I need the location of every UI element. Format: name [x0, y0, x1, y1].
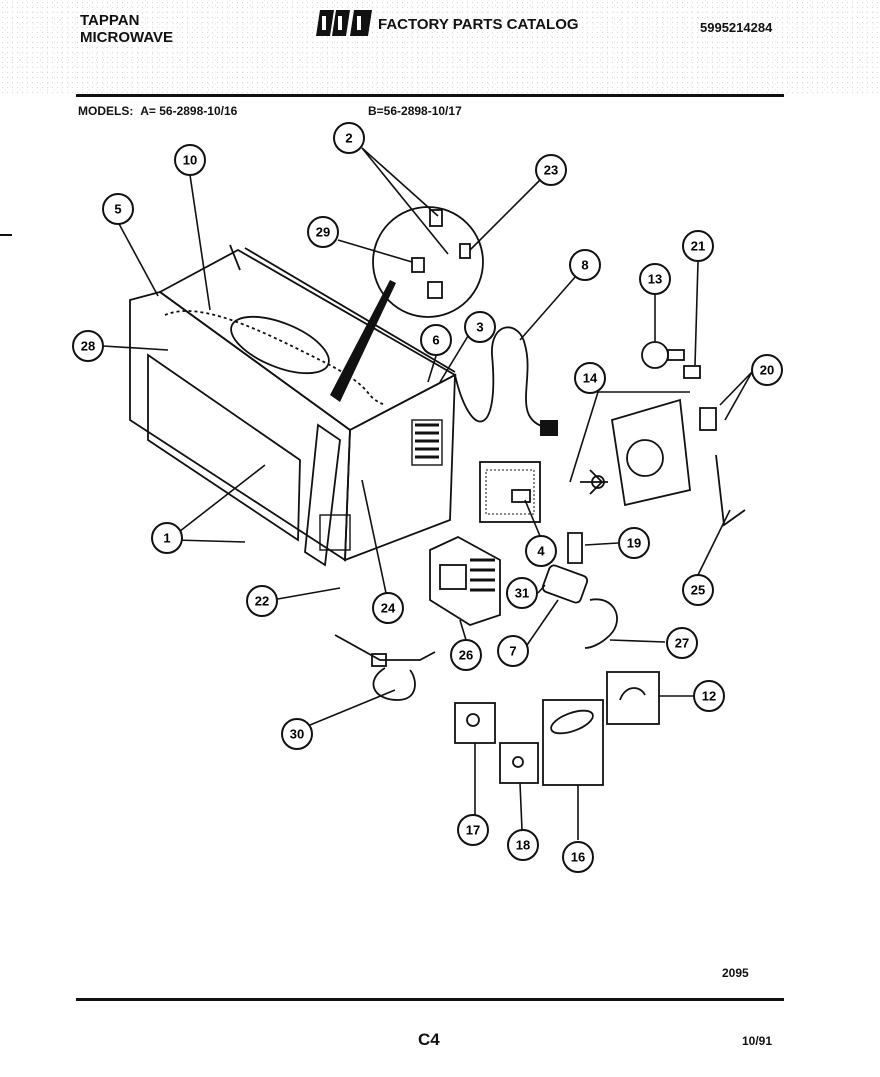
models-label: MODELS: — [78, 104, 134, 118]
svg-text:16: 16 — [571, 850, 585, 865]
svg-text:2: 2 — [345, 131, 352, 146]
svg-text:5: 5 — [114, 202, 121, 217]
brand-line-1: TAPPAN — [80, 12, 140, 29]
scan-noise — [0, 0, 880, 95]
svg-text:10: 10 — [183, 153, 197, 168]
callout-2: 2 — [333, 122, 365, 154]
svg-text:13: 13 — [648, 272, 662, 287]
magnetron-drawing — [479, 461, 541, 523]
callout-12: 12 — [693, 680, 725, 712]
svg-text:6: 6 — [432, 333, 439, 348]
svg-text:28: 28 — [81, 339, 95, 354]
svg-text:19: 19 — [627, 536, 641, 551]
brand-line-2: MICROWAVE — [80, 29, 174, 46]
callout-8: 8 — [569, 249, 601, 281]
model-b: B=56-2898-10/17 — [368, 104, 462, 118]
rod-drawing — [715, 454, 746, 527]
power-cord-drawing — [454, 326, 549, 429]
callout-4: 4 — [525, 535, 557, 567]
svg-text:21: 21 — [691, 239, 705, 254]
diagram-code: 2095 — [722, 966, 749, 980]
callout-3: 3 — [464, 311, 496, 343]
plug-drawing — [540, 420, 558, 436]
revision-date: 10/91 — [742, 1034, 773, 1048]
cabinet-drawing — [129, 244, 457, 567]
svg-text:31: 31 — [515, 586, 529, 601]
svg-text:4: 4 — [537, 544, 545, 559]
svg-text:3: 3 — [476, 320, 483, 335]
kit-17-box — [454, 702, 496, 744]
brand-block: TAPPAN MICROWAVE — [80, 12, 173, 46]
svg-text:17: 17 — [466, 823, 480, 838]
kit-16-box — [542, 699, 604, 786]
edge-mark — [0, 234, 12, 236]
callout-23: 23 — [535, 154, 567, 186]
callout-19: 19 — [618, 527, 650, 559]
kit-12-box — [606, 671, 660, 725]
svg-text:20: 20 — [760, 363, 774, 378]
svg-text:26: 26 — [459, 648, 473, 663]
callout-21: 21 — [682, 230, 714, 262]
svg-text:24: 24 — [381, 601, 396, 616]
callout-13: 13 — [639, 263, 671, 295]
svg-text:8: 8 — [581, 258, 588, 273]
callout-24: 24 — [372, 592, 404, 624]
callout-18: 18 — [507, 829, 539, 861]
bottom-rule — [76, 998, 784, 1001]
svg-text:7: 7 — [509, 644, 516, 659]
callout-27: 27 — [666, 627, 698, 659]
top-rule — [76, 94, 784, 97]
callout-28: 28 — [72, 330, 104, 362]
page-number: C4 — [418, 1030, 440, 1049]
svg-text:30: 30 — [290, 727, 304, 742]
svg-text:22: 22 — [255, 594, 269, 609]
svg-text:14: 14 — [583, 371, 598, 386]
models-line: MODELS: A= 56-2898-10/16 — [78, 104, 241, 118]
capacitor-drawing — [541, 532, 618, 649]
svg-text:1: 1 — [163, 531, 170, 546]
callout-22: 22 — [246, 585, 278, 617]
callout-31: 31 — [506, 577, 538, 609]
svg-text:25: 25 — [691, 583, 705, 598]
callout-29: 30 — [281, 718, 313, 750]
callout-7: 7 — [497, 635, 529, 667]
svg-text:29: 29 — [316, 225, 330, 240]
callout-26: 26 — [450, 639, 482, 671]
catalog-title: FACTORY PARTS CATALOG — [378, 16, 579, 33]
wci-logo — [316, 10, 372, 36]
callout-1: 1 — [151, 522, 183, 554]
callout-20: 20 — [751, 354, 783, 386]
callout-30: 29 — [307, 216, 339, 248]
catalog-number: 5995214284 — [700, 20, 773, 35]
callout-5: 5 — [102, 193, 134, 225]
callout-16: 16 — [562, 841, 594, 873]
callout-14: 14 — [574, 362, 606, 394]
lamp-drawing — [641, 341, 701, 379]
fan-assembly-drawing — [580, 398, 717, 507]
leader-lines — [102, 147, 753, 840]
detail-circle — [372, 206, 484, 318]
svg-text:27: 27 — [675, 636, 689, 651]
callout-10: 10 — [174, 144, 206, 176]
svg-text:18: 18 — [516, 838, 530, 853]
callout-25: 25 — [682, 574, 714, 606]
thermal-cutout-drawing — [334, 634, 436, 701]
callout-1b: 1 — [163, 531, 170, 546]
svg-text:23: 23 — [544, 163, 558, 178]
callout-6: 6 — [420, 324, 452, 356]
callout-17: 17 — [457, 814, 489, 846]
model-a: A= 56-2898-10/16 — [140, 104, 238, 118]
kit-18-box — [499, 742, 539, 784]
transformer-drawing — [429, 535, 501, 626]
svg-text:12: 12 — [702, 689, 716, 704]
detail-switches — [411, 209, 471, 299]
